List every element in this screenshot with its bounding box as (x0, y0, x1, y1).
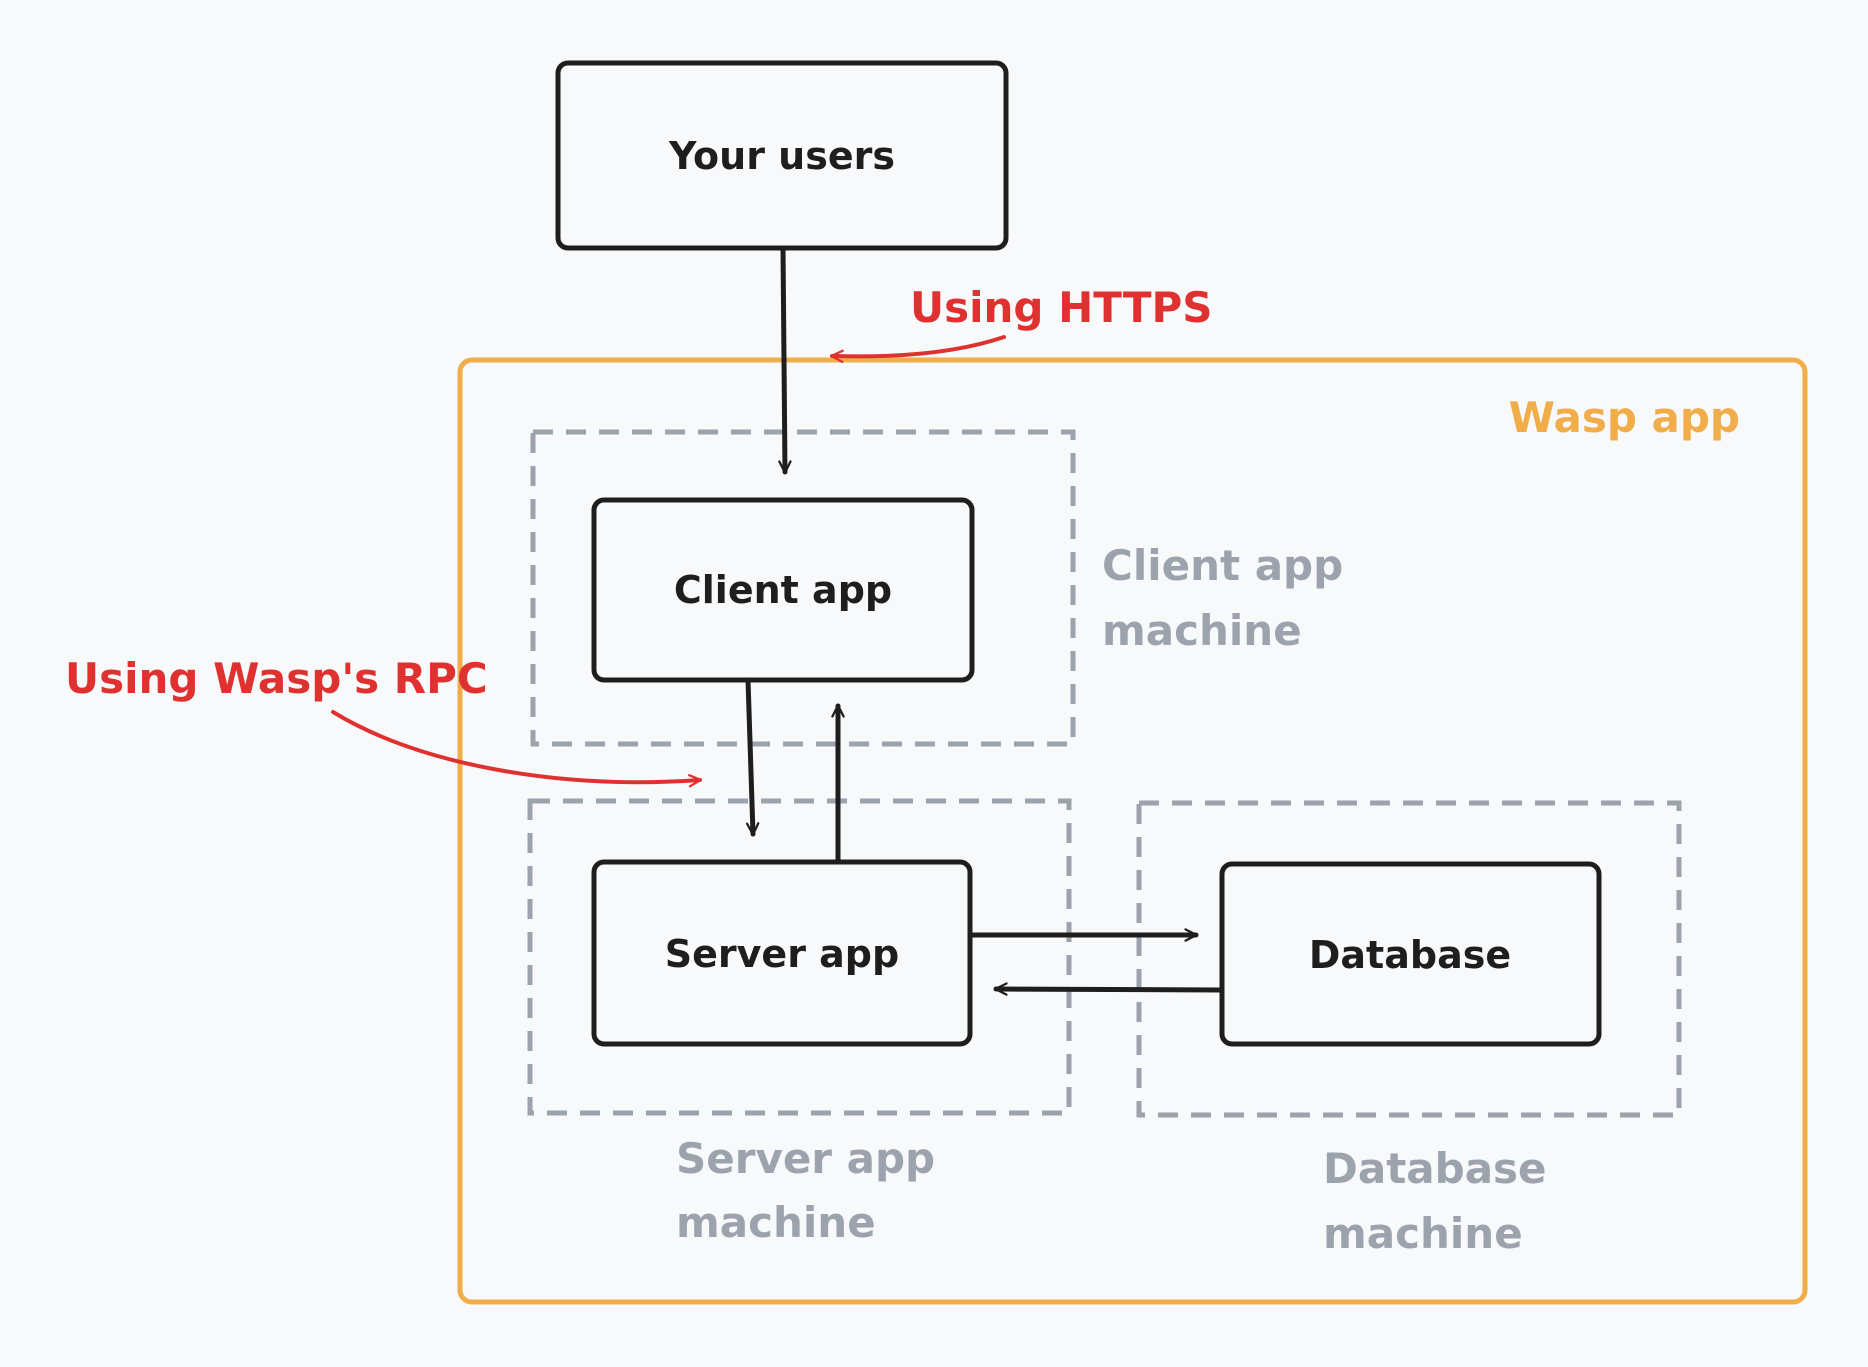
https-annotation-arrow (830, 335, 1006, 364)
server-app-box (591, 859, 973, 1047)
wasp-app-container (457, 357, 1808, 1305)
server-machine-label-line1: Server app (676, 1134, 935, 1183)
client-machine-label-line2: machine (1102, 606, 1302, 655)
server-machine-boundary (527, 798, 1072, 1116)
wasp-app-label: Wasp app (1509, 393, 1740, 442)
client-machine-label-line1: Client app (1102, 541, 1343, 590)
client-app-box (591, 497, 975, 683)
server-machine-label: Server app machine (676, 1134, 950, 1247)
server-machine-label-line2: machine (676, 1198, 876, 1247)
your-users-label: Your users (668, 134, 895, 178)
arrow-database-to-server (993, 982, 1223, 996)
client-machine-label: Client app machine (1102, 541, 1358, 655)
rpc-annotation-label: Using Wasp's RPC (65, 654, 488, 703)
database-box (1219, 861, 1602, 1047)
arrow-client-to-server (745, 677, 760, 837)
database-machine-label-line2: machine (1323, 1209, 1523, 1258)
server-app-label: Server app (665, 932, 899, 976)
https-annotation-label: Using HTTPS (910, 283, 1213, 332)
database-label: Database (1309, 933, 1511, 977)
client-machine-boundary (530, 429, 1076, 747)
database-machine-label: Database machine (1323, 1144, 1561, 1258)
database-machine-label-line1: Database (1323, 1144, 1547, 1193)
arrow-users-to-client (778, 245, 792, 475)
client-app-label: Client app (674, 568, 892, 612)
database-machine-boundary (1136, 800, 1682, 1118)
rpc-annotation-arrow (331, 710, 702, 788)
